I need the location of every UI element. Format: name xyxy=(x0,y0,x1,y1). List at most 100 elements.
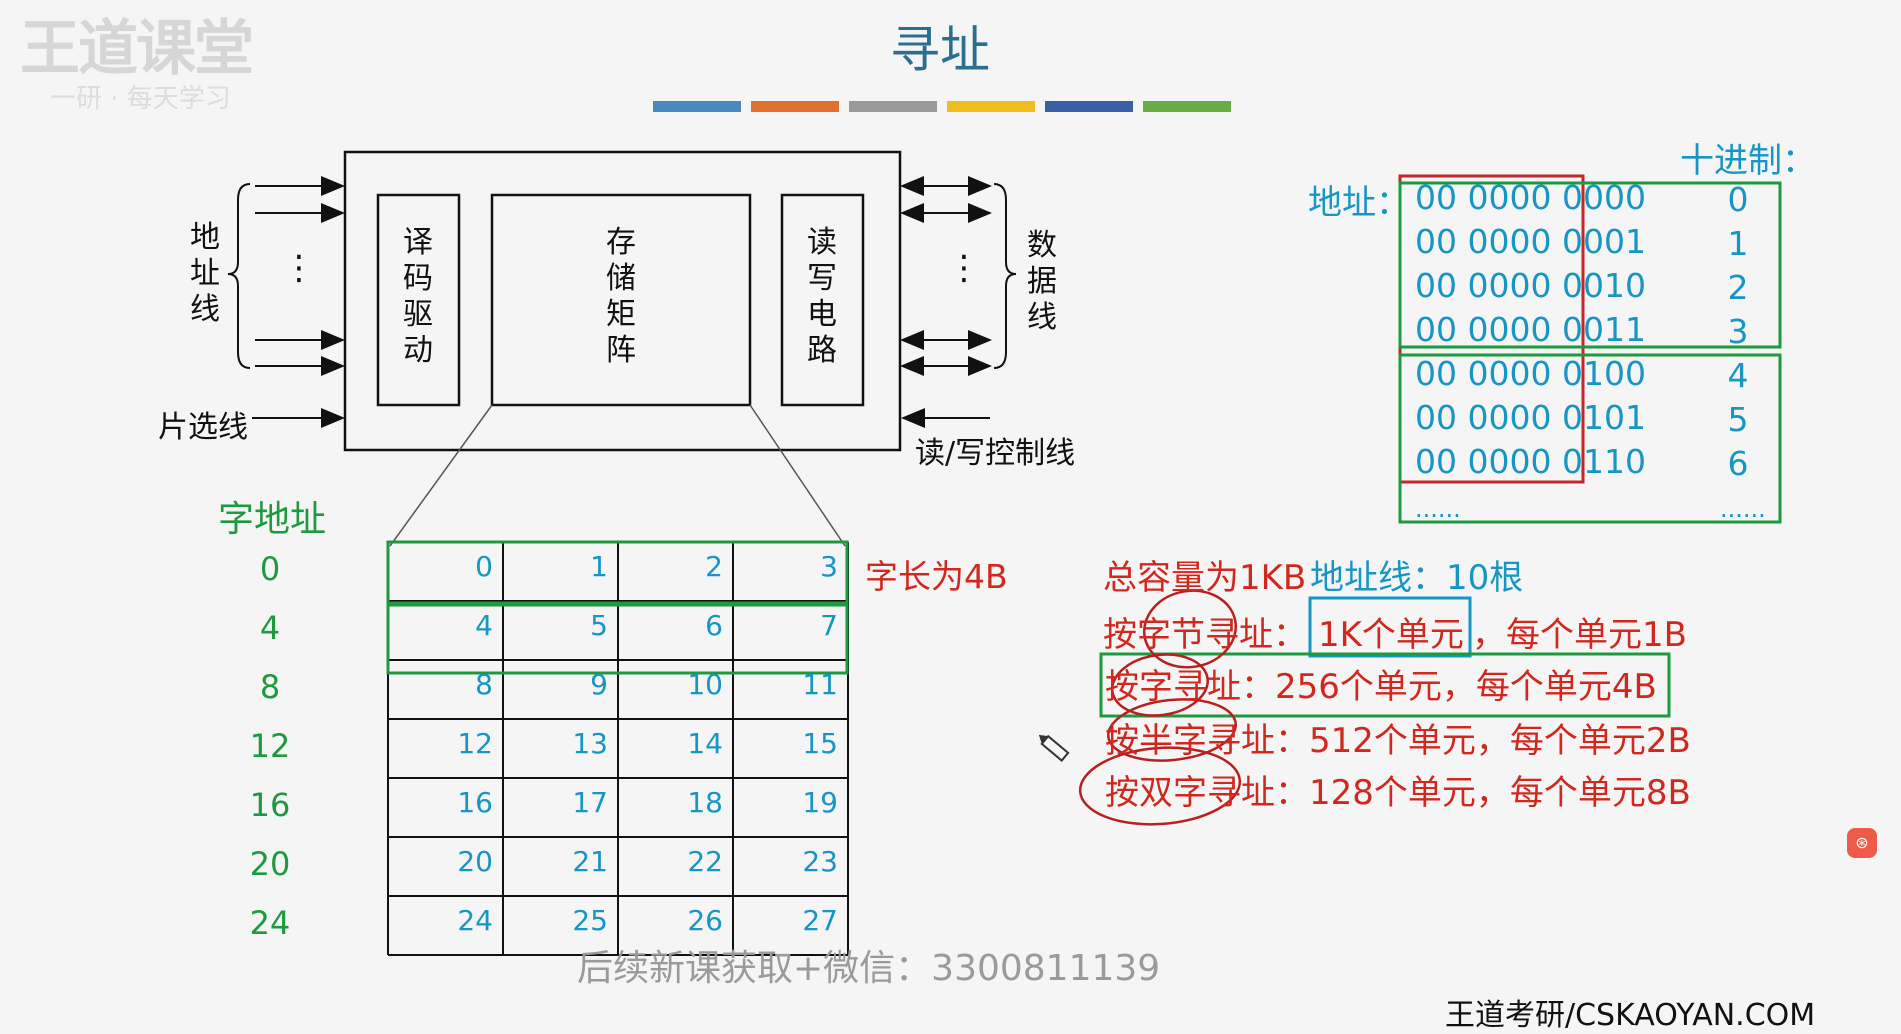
grid-cell-value: 20 xyxy=(457,845,493,878)
grid-row1-highlight xyxy=(386,603,849,675)
address-decimal: 5 xyxy=(1727,400,1749,439)
grid-cell-value: 18 xyxy=(687,786,723,819)
byte-units-box xyxy=(1308,596,1472,658)
storage-label: 存储矩阵 xyxy=(606,225,636,368)
annotation-circle-half xyxy=(1107,698,1237,762)
address-binary: 00 0000 0101 xyxy=(1415,398,1646,437)
grid-cell-value: 9 xyxy=(590,668,608,701)
address-decimal: 1 xyxy=(1727,224,1749,263)
color-bar xyxy=(751,101,839,112)
grid-cell-value: 10 xyxy=(687,668,723,701)
chip-box xyxy=(343,150,902,452)
grid-cell-value: 14 xyxy=(687,727,723,760)
grid-cell-value: 11 xyxy=(802,668,838,701)
word-address: 24 xyxy=(249,904,291,942)
address-lines-count: 地址线：10根 xyxy=(1310,558,1524,598)
address-label: 地址： xyxy=(1308,183,1410,223)
capacity-text: 总容量为1KB xyxy=(1103,558,1307,598)
address-binary: 00 0000 0010 xyxy=(1415,266,1646,305)
address-decimal: 0 xyxy=(1727,180,1749,219)
address-decimal: 6 xyxy=(1727,444,1749,483)
grid-cell-value: 16 xyxy=(457,786,493,819)
grid-cell-value: 21 xyxy=(572,845,608,878)
word-address: 4 xyxy=(259,609,281,647)
halfword-addressing-text: 按半字寻址：512个单元，每个单元2B xyxy=(1105,721,1691,761)
watermark-subtitle: 一研 · 每天学习 xyxy=(50,84,231,114)
doubleword-addressing-text: 按双字寻址：128个单元，每个单元8B xyxy=(1105,773,1691,813)
brand-footer: 王道考研/CSKAOYAN.COM xyxy=(1445,998,1816,1033)
address-ellipsis-left: ...... xyxy=(1415,495,1461,523)
data-ellipsis: ⋮ xyxy=(947,248,981,288)
watermark-logo: 王道课堂 xyxy=(20,14,254,84)
color-bar xyxy=(947,101,1035,112)
word-address: 12 xyxy=(249,727,291,765)
address-binary: 00 0000 0001 xyxy=(1415,222,1646,261)
grid-row0-highlight xyxy=(386,540,849,605)
address-binary: 00 0000 0011 xyxy=(1415,310,1646,349)
grid-cell-value: 17 xyxy=(572,786,608,819)
rw-control-label: 读/写控制线 xyxy=(915,436,1076,471)
byte-addressing-suffix: ，每个单元1B xyxy=(1472,615,1687,655)
data-lines-label: 数据线 xyxy=(1027,228,1057,335)
address-decimal: 4 xyxy=(1727,356,1749,395)
address-binary: 00 0000 0100 xyxy=(1415,354,1646,393)
address-decimal: 2 xyxy=(1727,268,1749,307)
grid-cell-value: 19 xyxy=(802,786,838,819)
grid-cell-value: 2 xyxy=(705,550,723,583)
word-address: 8 xyxy=(259,668,281,706)
rw-circuit-box xyxy=(780,193,865,407)
grid-cell-value: 8 xyxy=(475,668,493,701)
byte-addressing-units: 1K个单元 xyxy=(1318,615,1464,655)
address-ellipsis: ⋮ xyxy=(282,248,316,288)
grid-cell-value: 25 xyxy=(572,904,608,937)
grid-cell-value: 3 xyxy=(820,550,838,583)
grid-cell-value: 22 xyxy=(687,845,723,878)
floating-ai-button[interactable]: ⊛ xyxy=(1847,828,1877,858)
annotation-circle-word xyxy=(1111,653,1209,717)
color-bar xyxy=(1045,101,1133,112)
grid-cell-value: 5 xyxy=(590,609,608,642)
grid-cell-value: 15 xyxy=(802,727,838,760)
subtitle-caption: 后续新课获取+微信：3300811139 xyxy=(577,948,1161,989)
decoder-label: 译码驱动 xyxy=(403,225,433,368)
word-address: 20 xyxy=(249,845,291,883)
address-binary: 00 0000 0000 xyxy=(1415,178,1646,217)
word-length-note: 字长为4B xyxy=(865,557,1008,596)
address-green-box-1 xyxy=(1398,181,1782,349)
address-ellipsis-right: ...... xyxy=(1720,495,1766,523)
grid-cell-value: 1 xyxy=(590,550,608,583)
annotation-circle-double xyxy=(1078,746,1242,826)
chip-select-label: 片选线 xyxy=(158,410,248,445)
color-bar xyxy=(653,101,741,112)
word-address-header: 字地址 xyxy=(218,499,327,540)
rw-circuit-label: 读写电路 xyxy=(807,225,837,368)
word-address: 16 xyxy=(249,786,291,824)
grid-cell-value: 24 xyxy=(457,904,493,937)
grid-cell-value: 6 xyxy=(705,609,723,642)
storage-box xyxy=(490,193,752,407)
grid-cell-value: 12 xyxy=(457,727,493,760)
address-binary: 00 0000 0110 xyxy=(1415,442,1646,481)
grid-cell-value: 13 xyxy=(572,727,608,760)
grid-cell-value: 7 xyxy=(820,609,838,642)
grid-cell-value: 26 xyxy=(687,904,723,937)
word-addressing-text: 按字寻址：256个单元，每个单元4B xyxy=(1105,667,1657,707)
grid-cell-value: 4 xyxy=(475,609,493,642)
word-address-box xyxy=(1099,652,1671,718)
annotation-circle-byte xyxy=(1142,589,1238,669)
pen-icon xyxy=(1038,734,1070,762)
color-bar xyxy=(1143,101,1231,112)
address-green-box-2 xyxy=(1398,353,1782,524)
page-title: 寻址 xyxy=(890,21,990,79)
byte-addressing-prefix: 按字节寻址： xyxy=(1103,615,1307,655)
address-lines-label: 地址线 xyxy=(190,220,220,327)
decimal-header: 十进制： xyxy=(1680,141,1816,181)
color-bar xyxy=(849,101,937,112)
decoder-box xyxy=(376,193,461,407)
word-address: 0 xyxy=(259,550,281,588)
address-decimal: 3 xyxy=(1727,312,1749,351)
grid-cell-value: 27 xyxy=(802,904,838,937)
grid-cell-value: 23 xyxy=(802,845,838,878)
